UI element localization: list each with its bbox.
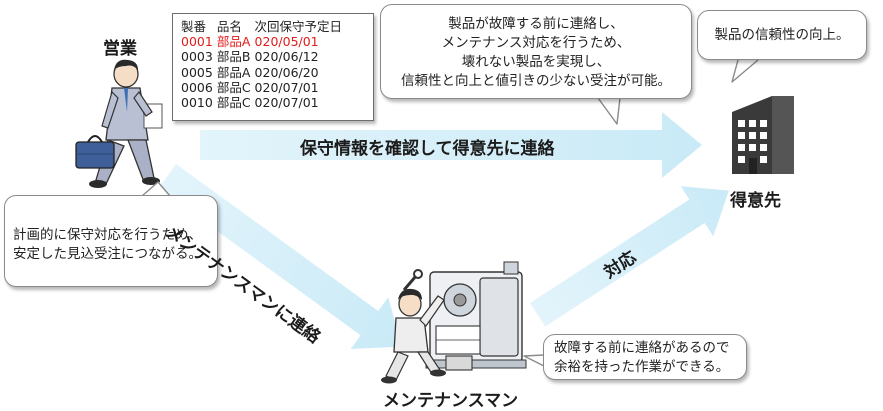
maintenance-speech-bubble: 故障する前に連絡があるので 余裕を持った作業ができる。 — [543, 334, 747, 380]
building-icon — [732, 96, 794, 174]
maintenance-bubble-line-2: 余裕を持った作業ができる。 — [554, 359, 730, 375]
bubble-tails — [141, 59, 759, 367]
table-cell: 020/07/01 — [254, 79, 319, 95]
table-header-cell: 品名 — [216, 19, 242, 34]
table-row: 0005 部品A 020/06/20 — [181, 65, 346, 80]
table-cell: 020/06/12 — [254, 49, 319, 65]
center-bubble-line-1: 製品が故障する前に連絡し、 — [448, 16, 624, 32]
customer-label: 得意先 — [730, 191, 781, 211]
arrow-sales-to-customer — [200, 112, 702, 178]
table-cell: 0006 — [181, 79, 213, 95]
table-cell: 部品C — [216, 79, 251, 95]
customer-speech-bubble: 製品の信頼性の向上。 — [697, 10, 867, 60]
table-row: 0003 部品B 020/06/12 — [181, 49, 346, 64]
maintenance-schedule-table: 製番 品名 次回保守予定日 0001 部品A 020/05/01 0003 部品… — [172, 13, 374, 121]
table-cell: 0001 — [181, 34, 213, 50]
table-row: 0001 部品A 020/05/01 — [181, 34, 346, 49]
maintenance-bubble-line-1: 故障する前に連絡があるので — [554, 340, 730, 356]
maintenance-label: メンテナンスマン — [383, 391, 519, 411]
table-cell: 部品A — [216, 64, 251, 80]
table-cell: 部品C — [216, 95, 251, 111]
table-cell: 020/05/01 — [254, 34, 319, 50]
center-bubble-line-3: 壊れない製品を実現し、 — [461, 54, 611, 70]
table-cell: 部品B — [216, 49, 251, 65]
sales-speech-bubble: 計画的に保守対応を行うため、 安定した見込受注につながる。 — [4, 195, 218, 287]
table-cell: 部品A — [216, 34, 251, 50]
table-cell: 020/06/20 — [254, 64, 319, 80]
table-row: 0010 部品C 020/07/01 — [181, 95, 346, 110]
table-row: 0006 部品C 020/07/01 — [181, 80, 346, 95]
table-cell: 0005 — [181, 64, 213, 80]
center-speech-bubble: 製品が故障する前に連絡し、 メンテナンス対応を行うため、 壊れない製品を実現し、… — [380, 4, 692, 99]
salesperson-figure — [75, 59, 163, 188]
table-header-cell: 製番 — [181, 19, 207, 34]
center-bubble-line-4: 信頼性と向上と値引きの少ない受注が可能。 — [401, 73, 671, 89]
arrow-label-sales-to-customer: 保守情報を確認して得意先に連絡 — [300, 139, 555, 159]
arrow-sales-to-maintenance — [158, 164, 402, 349]
arrow-maintenance-to-customer — [530, 186, 729, 327]
customer-bubble-text: 製品の信頼性の向上。 — [714, 27, 850, 43]
table-cell: 0003 — [181, 49, 213, 65]
center-bubble-line-2: メンテナンス対応を行うため、 — [441, 35, 631, 51]
table-header-cell: 次回保守予定日 — [254, 19, 343, 34]
sales-label: 営業 — [103, 39, 137, 59]
sales-bubble-line-2: 安定した見込受注につながる。 — [13, 246, 202, 262]
table-cell: 0010 — [181, 95, 213, 111]
maintenance-machine-figure — [381, 261, 527, 384]
sales-bubble-line-1: 計画的に保守対応を行うため、 — [13, 227, 202, 243]
table-cell: 020/07/01 — [254, 95, 319, 111]
table-header-row: 製番 品名 次回保守予定日 — [181, 19, 346, 34]
